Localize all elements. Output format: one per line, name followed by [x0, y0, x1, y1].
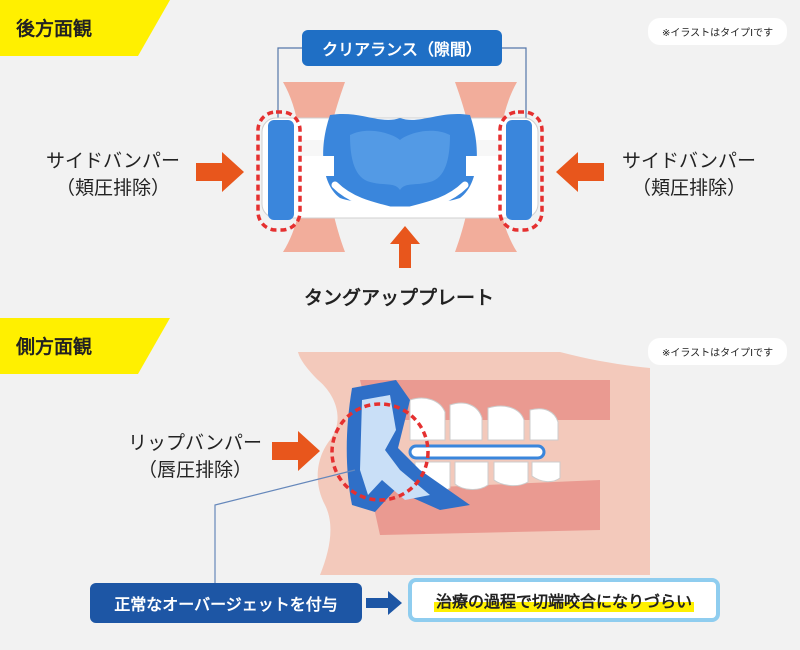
- tongue-plate-label: タングアッププレート: [304, 287, 495, 309]
- note-side: ※イラストはタイプIです: [648, 338, 788, 365]
- result-text: 治療の過程で切端咬合になりづらい: [433, 588, 694, 612]
- highlight-lip-bumper: [330, 402, 430, 502]
- clearance-label: クリアランス（隙間）: [302, 30, 502, 66]
- highlight-left-bumper: [256, 110, 302, 232]
- lip-bumper-sub: （唇圧排除）: [137, 459, 252, 481]
- side-bumper-left-sub: （頬圧排除）: [55, 177, 170, 199]
- section-tag-rear: 後方面観: [0, 0, 170, 56]
- lip-bumper-name: リップバンパー: [128, 432, 262, 454]
- upper-teeth: [409, 397, 559, 441]
- section-title-side: 側方面観: [16, 336, 93, 358]
- highlight-right-bumper: [498, 110, 544, 232]
- arrow-right-icon: [272, 431, 320, 471]
- side-bumper-left-label: サイドバンパー （頬圧排除）: [38, 148, 188, 202]
- side-bumper-right: [506, 120, 532, 220]
- clearance-bracket-left: [277, 47, 302, 118]
- arrow-up-icon: [390, 226, 420, 268]
- effect-label-box: 正常なオーバージェットを付与: [90, 583, 362, 623]
- arrow-left-icon: [556, 152, 604, 192]
- arrow-right-icon: [196, 152, 244, 192]
- side-bumper-right-sub: （頬圧排除）: [631, 177, 746, 199]
- yellow-tag-shape: [0, 0, 170, 56]
- section-tag-side: 側方面観: [0, 318, 170, 374]
- side-bumper-right-name: サイドバンパー: [622, 150, 756, 172]
- connector-line: [214, 469, 356, 583]
- side-bumper-right-label: サイドバンパー （頬圧排除）: [614, 148, 764, 202]
- yellow-tag-shape: [0, 318, 170, 374]
- side-bumper-left-name: サイドバンパー: [46, 150, 180, 172]
- clearance-bracket-right: [502, 47, 527, 118]
- side-bumper-left: [268, 120, 294, 220]
- note-rear: ※イラストはタイプIです: [648, 18, 788, 45]
- section-title-rear: 後方面観: [16, 18, 93, 40]
- tongue-plate-rod: [408, 444, 546, 460]
- arrow-right-icon: [366, 591, 402, 615]
- rear-view-illustration: [196, 47, 604, 268]
- result-box: 治療の過程で切端咬合になりづらい: [408, 578, 720, 622]
- lip-bumper-label: リップバンパー （唇圧排除）: [120, 430, 270, 484]
